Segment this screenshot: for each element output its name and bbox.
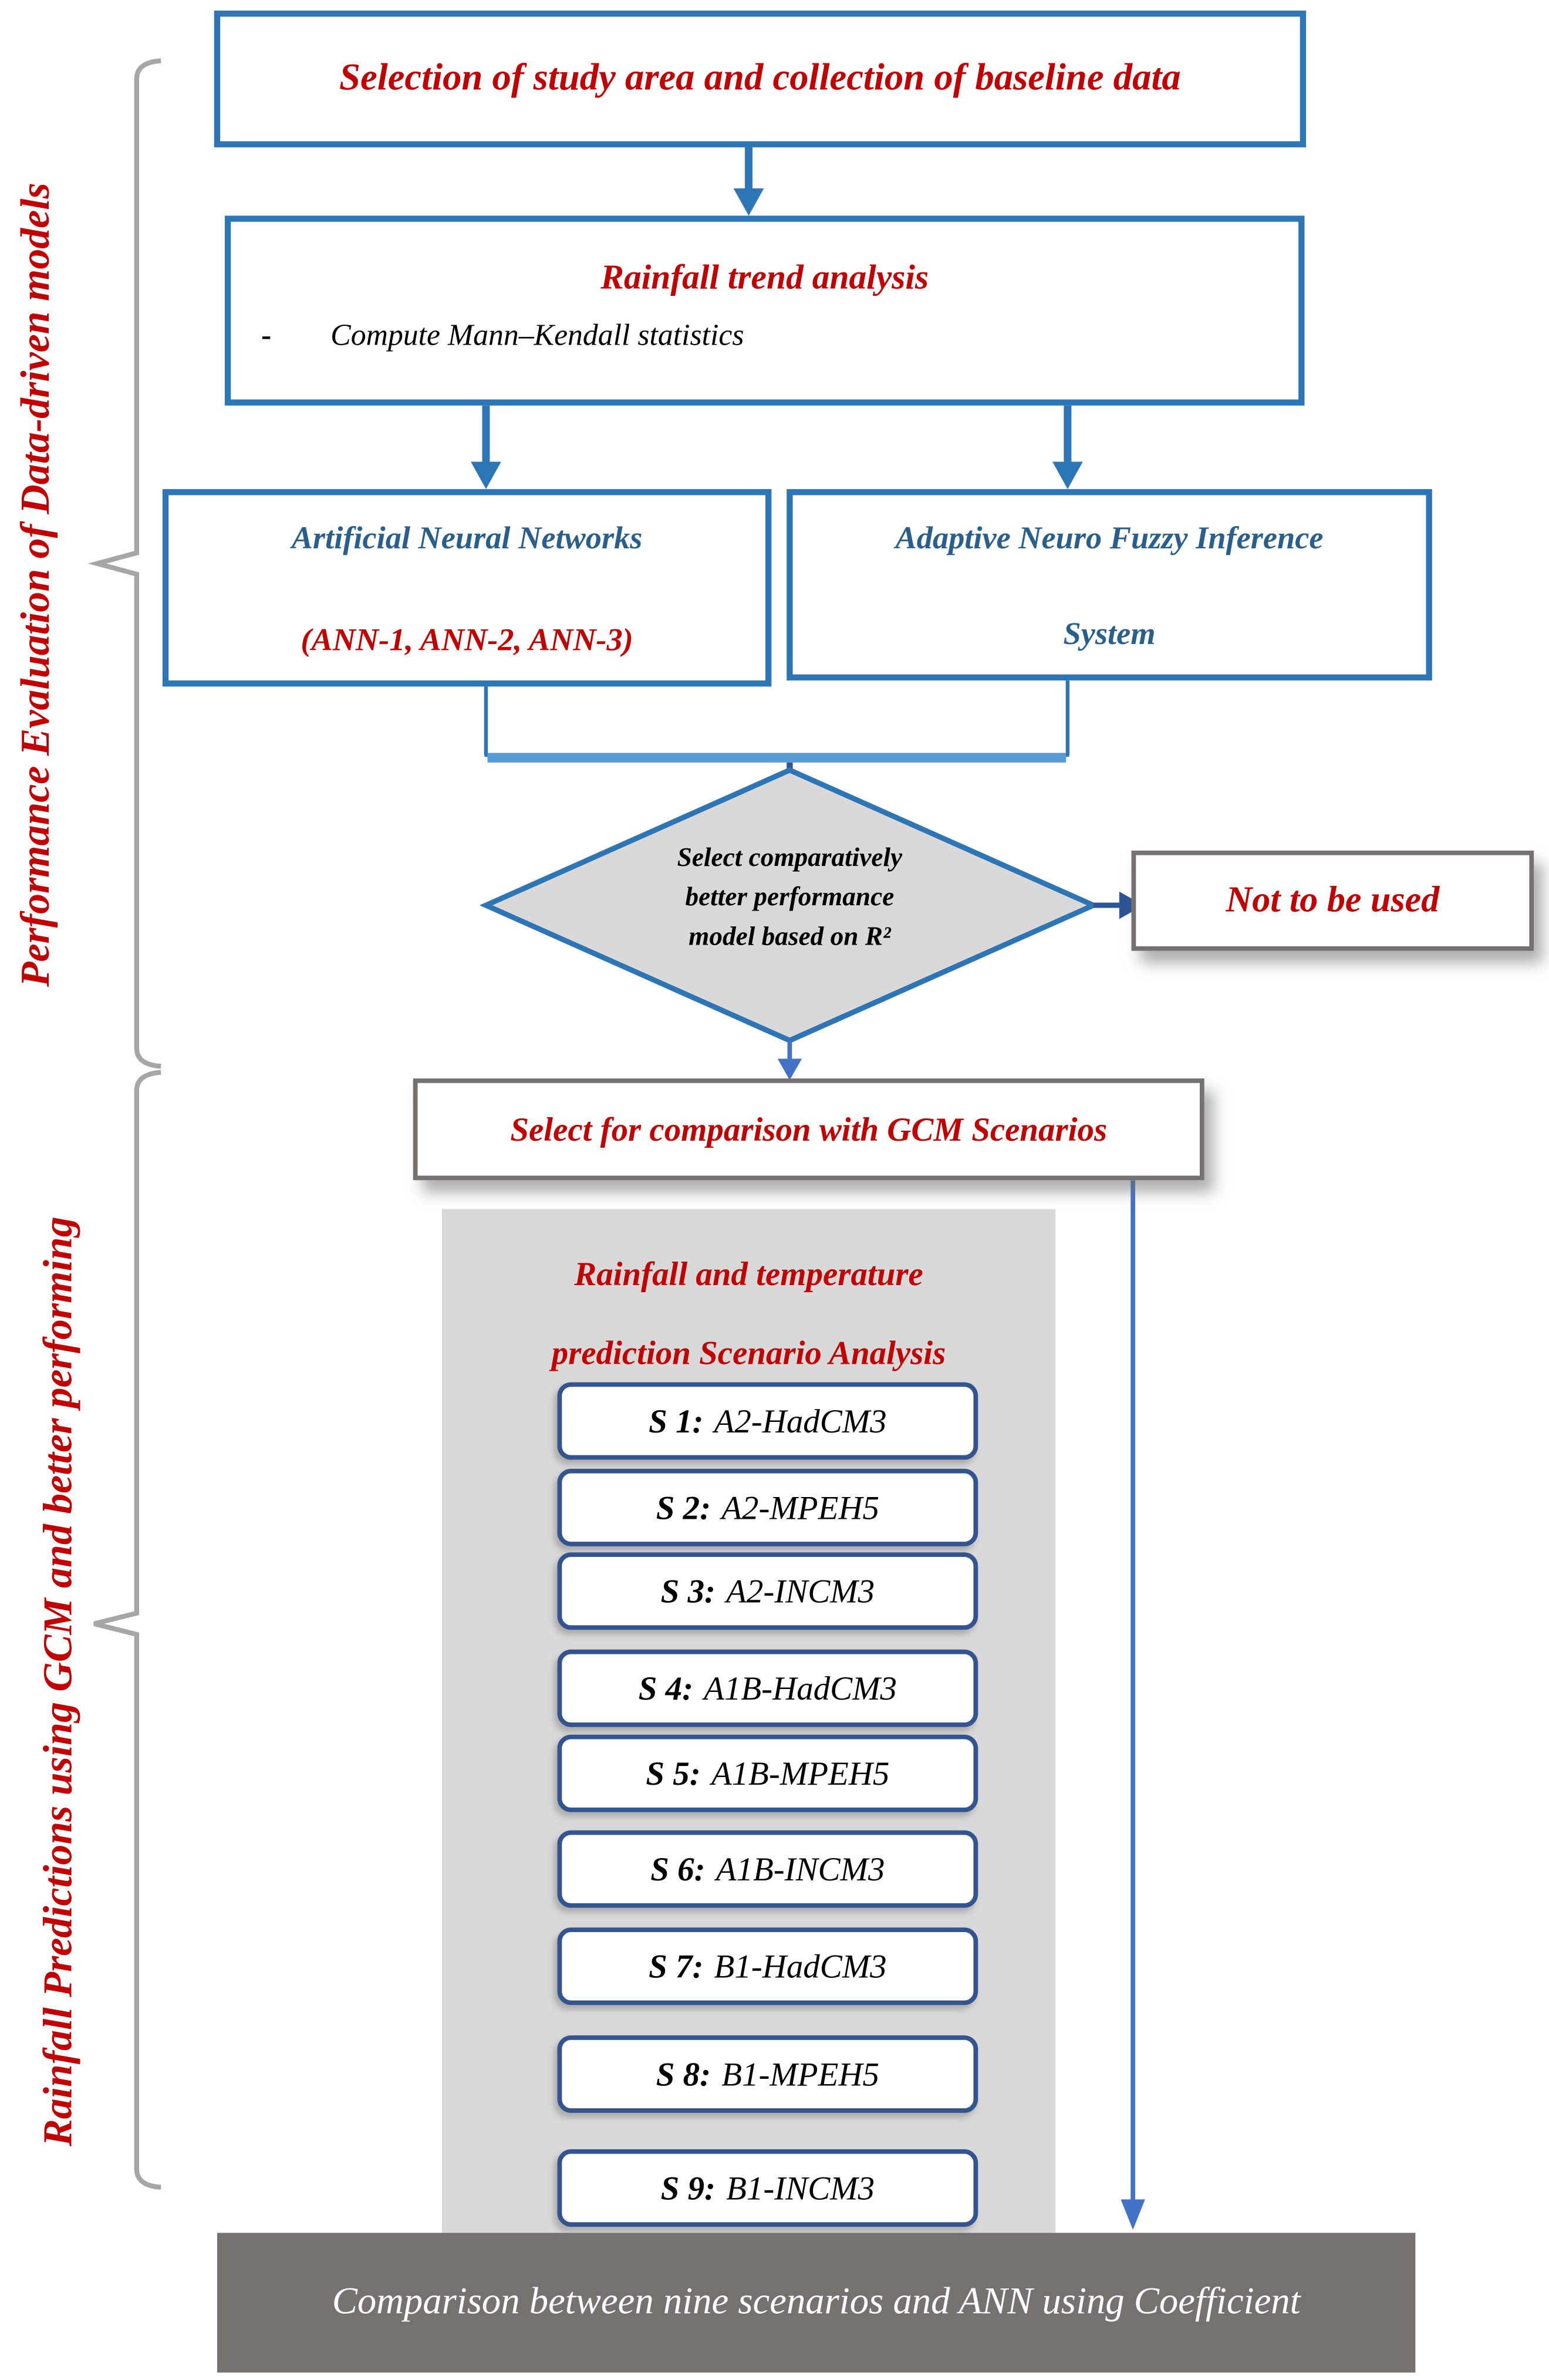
arrow-trend-to-anfis xyxy=(1052,405,1083,490)
scenario-item-s8: S 8: B1-MPEH5 xyxy=(557,2035,978,2113)
scenario-item-s5: S 5: A1B-MPEH5 xyxy=(557,1734,978,1812)
select-comparison-label: Select for comparison with GCM Scenarios xyxy=(510,1110,1108,1148)
scenario-s8-model: B1-MPEH5 xyxy=(721,2054,879,2093)
selection-study-area-box: Selection of study area and collection o… xyxy=(214,11,1307,147)
scenario-item-s2: S 2: A2-MPEH5 xyxy=(557,1468,978,1546)
not-to-be-used-label: Not to be used xyxy=(1226,880,1440,920)
rainfall-trend-box: Rainfall trend analysis - Compute Mann–K… xyxy=(224,215,1305,406)
section-label-performance-evaluation: Performance Evaluation of Data-driven mo… xyxy=(12,183,58,987)
scenario-s8-prefix: S 8: xyxy=(656,2054,711,2093)
decision-line-3: model based on R² xyxy=(689,920,891,951)
select-comparison-box: Select for comparison with GCM Scenarios xyxy=(413,1078,1204,1181)
brace-top-section-icon xyxy=(87,58,161,1069)
scenario-s2-model: A2-MPEH5 xyxy=(721,1488,879,1526)
scenario-panel-title-line1: Rainfall and temperature xyxy=(574,1255,923,1293)
scenario-s7-prefix: S 7: xyxy=(649,1946,704,1985)
scenario-item-s1: S 1: A2-HadCM3 xyxy=(557,1382,978,1460)
bullet-dash: - xyxy=(261,319,272,353)
merge-connector xyxy=(484,680,1070,763)
decision-line-1: Select comparatively xyxy=(677,841,903,872)
comparison-result-box: Comparison between nine scenarios and AN… xyxy=(217,2233,1416,2373)
mann-kendall-bullet: - Compute Mann–Kendall statistics xyxy=(231,319,1298,354)
ann-box-subtitle: (ANN-1, ANN-2, ANN-3) xyxy=(301,621,633,658)
scenario-s7-model: B1-HadCM3 xyxy=(714,1946,887,1985)
arrow-merge-to-decision xyxy=(777,762,802,816)
arrow-trend-to-ann xyxy=(471,405,501,490)
not-to-be-used-box: Not to be used xyxy=(1131,850,1534,951)
scenario-s1-model: A2-HadCM3 xyxy=(714,1401,887,1440)
mann-kendall-text: Compute Mann–Kendall statistics xyxy=(330,319,744,353)
scenario-item-s7: S 7: B1-HadCM3 xyxy=(557,1927,978,2005)
scenario-s5-prefix: S 5: xyxy=(646,1754,701,1792)
anfis-box-subtitle: System xyxy=(1063,615,1156,652)
scenario-s3-prefix: S 3: xyxy=(660,1571,716,1610)
ann-box-title: Artificial Neural Networks xyxy=(291,519,643,556)
scenario-s4-prefix: S 4: xyxy=(638,1668,694,1707)
arrow-decision-to-select xyxy=(777,1040,802,1080)
scenario-s1-prefix: S 1: xyxy=(649,1401,704,1440)
scenario-panel-title-line2: prediction Scenario Analysis xyxy=(551,1333,946,1372)
scenario-s9-model: B1-INCM3 xyxy=(726,2168,875,2207)
decision-line-2: better performance xyxy=(685,881,895,912)
rainfall-trend-title: Rainfall trend analysis xyxy=(600,258,929,296)
scenario-s9-prefix: S 9: xyxy=(660,2168,716,2207)
anfis-box-title: Adaptive Neuro Fuzzy Inference xyxy=(895,519,1324,556)
scenario-s6-prefix: S 6: xyxy=(650,1849,706,1887)
scenario-s4-model: A1B-HadCM3 xyxy=(704,1668,897,1707)
scenario-s3-model: A2-INCM3 xyxy=(726,1571,875,1610)
scenario-item-s6: S 6: A1B-INCM3 xyxy=(557,1830,978,1908)
selection-study-area-title: Selection of study area and collection o… xyxy=(339,58,1181,99)
arrow-select-to-comparison xyxy=(1121,1180,1145,2230)
scenario-item-s3: S 3: A2-INCM3 xyxy=(557,1552,978,1630)
decision-diamond-text: Select comparatively better performance … xyxy=(600,837,980,956)
scenario-item-s4: S 4: A1B-HadCM3 xyxy=(557,1649,978,1727)
scenario-s6-model: A1B-INCM3 xyxy=(716,1849,885,1887)
ann-box: Artificial Neural Networks (ANN-1, ANN-2… xyxy=(162,489,772,687)
scenario-s5-model: A1B-MPEH5 xyxy=(711,1754,890,1792)
arrow-selection-to-trend xyxy=(733,147,764,216)
brace-bottom-section-icon xyxy=(93,1070,161,2190)
section-label-rainfall-predictions: Rainfall Predictions using GCM and bette… xyxy=(35,1216,81,2146)
anfis-box: Adaptive Neuro Fuzzy Inference System xyxy=(787,489,1432,681)
scenario-item-s9: S 9: B1-INCM3 xyxy=(557,2149,978,2227)
scenario-s2-prefix: S 2: xyxy=(656,1488,711,1526)
comparison-result-label: Comparison between nine scenarios and AN… xyxy=(332,2281,1301,2322)
